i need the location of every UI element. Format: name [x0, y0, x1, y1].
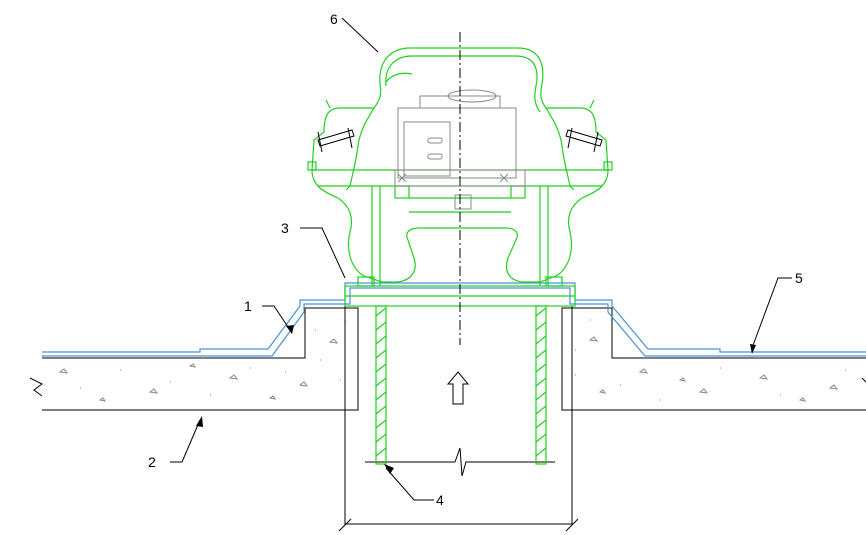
duct-opening	[338, 306, 579, 532]
fan-motor	[394, 89, 526, 210]
concrete-slab-left	[29, 307, 359, 411]
label-6: 6	[330, 11, 338, 27]
label-3: 3	[281, 220, 289, 236]
label-2: 2	[148, 454, 156, 470]
leader-lines	[170, 17, 792, 501]
label-5: 5	[795, 270, 803, 286]
duct-liner	[375, 305, 547, 465]
concrete-slab-right	[561, 307, 866, 411]
waterproof-membrane	[42, 282, 866, 357]
up-arrow-icon	[446, 371, 470, 405]
label-1: 1	[244, 298, 252, 314]
side-brackets	[307, 127, 613, 171]
label-4: 4	[436, 492, 444, 508]
